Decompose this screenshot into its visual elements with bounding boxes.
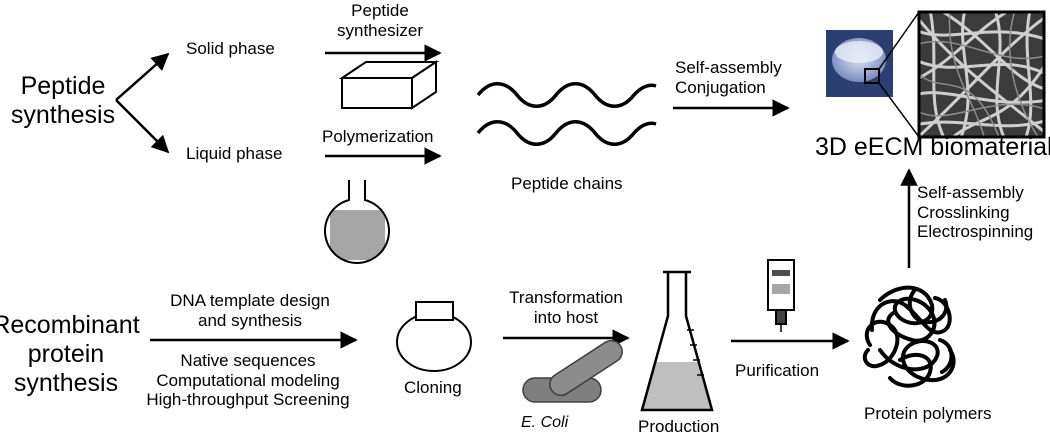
- label-line: Computational modeling: [156, 370, 340, 390]
- purification-column-icon: [767, 259, 795, 332]
- hydrogel-photo: [826, 11, 920, 138]
- e-coli-label: E. Coli: [521, 414, 569, 431]
- label-line: synthesizer: [337, 20, 423, 40]
- title-line: synthesis: [10, 100, 116, 129]
- synthesizer-box-icon: [338, 60, 440, 110]
- protein-polymer-tangle-icon: [862, 285, 956, 388]
- peptide-chain-wave: [476, 120, 657, 146]
- erlenmeyer-flask-icon: [640, 270, 714, 412]
- title-line: Peptide: [20, 72, 106, 100]
- peptide-synthesis-title: Peptide synthesis: [11, 72, 115, 130]
- label-line: Native sequences: [180, 351, 316, 370]
- design-approaches-label: Native sequences Computational modeling …: [146, 351, 349, 410]
- biomaterial-process-label: Self-assembly Crosslinking Electrospinni…: [917, 183, 1033, 242]
- peptide-synthesizer-label: Peptide synthesizer: [337, 1, 423, 40]
- round-flask-icon: [324, 180, 390, 264]
- production-label: Production: [638, 417, 720, 436]
- branch-line: [115, 52, 170, 101]
- e-coli-icon: [522, 339, 623, 403]
- plasmid-icon: [396, 301, 472, 372]
- label-line: Transformation: [509, 288, 623, 307]
- label-line: High-throughput Screening: [146, 390, 350, 410]
- solid-phase-label: Solid phase: [186, 39, 275, 58]
- recombinant-synthesis-title: Recombinant protein synthesis: [0, 311, 140, 397]
- polymerization-label: Polymerization: [322, 127, 434, 146]
- peptide-chains-label: Peptide chains: [511, 174, 623, 193]
- title-line: protein: [27, 339, 105, 368]
- transformation-label: Transformation into host: [509, 288, 623, 327]
- dna-template-label: DNA template design and synthesis: [170, 291, 330, 330]
- biomaterials-title: 3D eECM biomaterials: [815, 133, 1050, 161]
- cloning-label: Cloning: [404, 378, 462, 397]
- peptide-chain-wave: [476, 82, 657, 108]
- step-line: Self-assembly: [675, 58, 782, 77]
- title-line: Recombinant: [0, 311, 140, 339]
- step-line: Self-assembly: [917, 183, 1024, 202]
- peptide-process-label: Self-assembly Conjugation: [675, 58, 782, 97]
- label-line: DNA template design: [170, 291, 330, 310]
- step-line: Electrospinning: [917, 222, 1034, 242]
- liquid-phase-label: Liquid phase: [186, 144, 283, 163]
- label-line: and synthesis: [198, 310, 302, 330]
- label-line: Peptide: [351, 1, 409, 20]
- step-line: Crosslinking: [917, 202, 1010, 222]
- purification-label: Purification: [735, 361, 820, 380]
- label-line: into host: [533, 307, 599, 327]
- protein-polymers-label: Protein polymers: [864, 404, 992, 423]
- title-line: synthesis: [13, 368, 119, 397]
- branch-line: [115, 99, 170, 154]
- fiber-network-micrograph: [917, 10, 1046, 139]
- step-line: Conjugation: [675, 77, 766, 97]
